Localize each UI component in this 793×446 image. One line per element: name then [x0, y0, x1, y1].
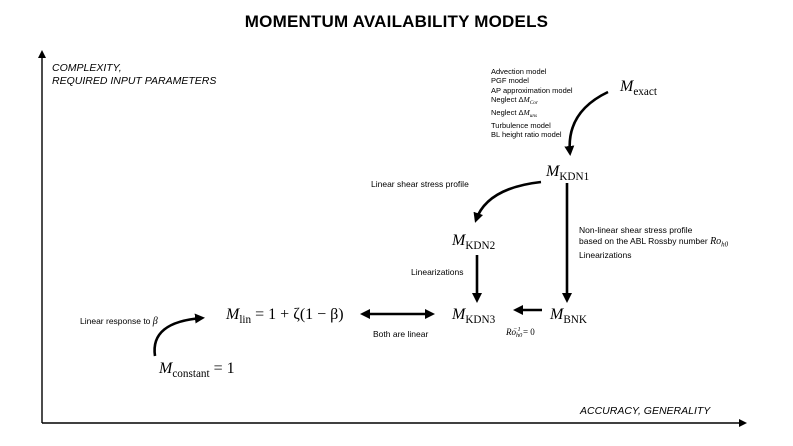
assumption-item: PGF model [491, 76, 529, 86]
arrow-exact-to-kdn1 [564, 90, 609, 156]
model-kdn1: MKDN1 [546, 163, 590, 183]
label-rossby-limit: Roh0−1 = 0 [506, 326, 535, 339]
assumption-item: Neglect ΔMuns [491, 108, 573, 121]
model-kdn2: MKDN2 [452, 232, 496, 252]
assumption-list: Advection model PGF model AP approximati… [491, 67, 573, 140]
assumption-text: Neglect Δ [491, 108, 524, 118]
arrow-kdn1-to-kdn2 [473, 180, 542, 223]
label-linear-shear: Linear shear stress profile [371, 179, 469, 189]
y-axis-label-line1: COMPLEXITY, [52, 62, 122, 74]
assumption-item: Advection model [491, 67, 547, 76]
label-nonlinear-shear: Non-linear shear stress profile based on… [579, 225, 728, 261]
model-exact: Mexact [620, 78, 657, 98]
model-constant: Mconstant = 1 [159, 360, 235, 380]
y-axis-label-line2: REQUIRED INPUT PARAMETERS [52, 75, 217, 87]
model-bnk: MBNK [550, 306, 587, 326]
beta-symbol: β [152, 316, 158, 327]
assumption-symbol: Muns [523, 108, 538, 119]
assumption-item: BL height ratio model [491, 130, 562, 140]
assumption-symbol: MCor [523, 94, 538, 106]
x-axis-label: ACCURACY, GENERALITY [580, 405, 711, 417]
label-linearizations-mid: Linearizations [411, 267, 464, 277]
rossby-limit-symbol: Ro [506, 327, 516, 337]
y-axis-label: COMPLEXITY, REQUIRED INPUT PARAMETERS [52, 62, 216, 88]
assumption-text: Neglect Δ [491, 94, 524, 104]
label-both-linear: Both are linear [373, 329, 429, 339]
assumption-item: AP approximation model [491, 85, 573, 95]
rossby-limit-superscript: −1 [513, 326, 521, 333]
arrow-constant-to-lin [153, 313, 205, 357]
diagram-title: MOMENTUM AVAILABILITY MODELS [244, 12, 549, 31]
rossby-limit-equals: = 0 [522, 327, 535, 337]
model-constant-equation: = 1 [213, 360, 235, 377]
label-linear-response: Linear response to β [80, 316, 158, 327]
label-nonlinear-line1: Non-linear shear stress profile [579, 225, 693, 235]
rossby-symbol: Ro [710, 236, 722, 247]
model-lin: Mlin = 1 + ζ(1 − β) [226, 306, 344, 326]
rossby-limit-subscript: h0 [516, 332, 523, 340]
rossby-subscript: h0 [721, 240, 729, 249]
assumption-item: Turbulence model [491, 121, 551, 131]
model-lin-equation: = 1 + ζ(1 − β) [255, 306, 344, 323]
model-kdn3: MKDN3 [452, 306, 496, 326]
label-nonlinear-line2: based on the ABL Rossby number Roh0 [579, 236, 729, 249]
assumption-item: Neglect ΔMCor [491, 95, 573, 108]
label-linearizations-right: Linearizations [579, 250, 632, 261]
